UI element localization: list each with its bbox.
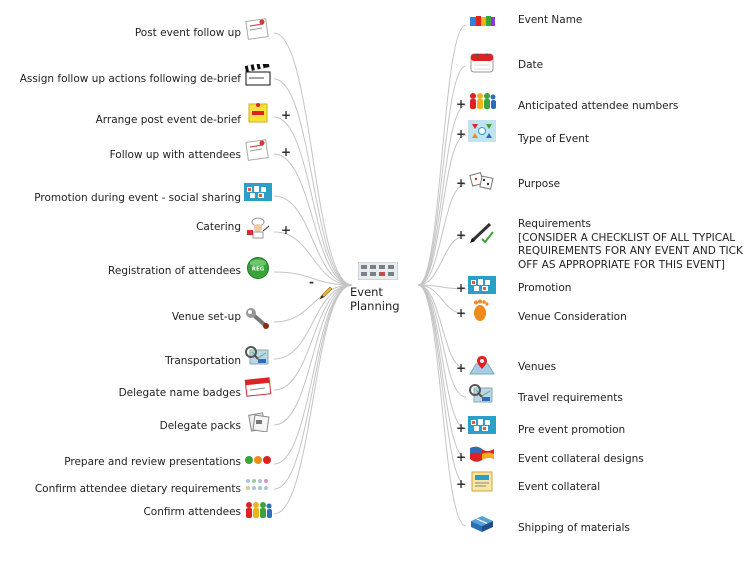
right-connector [417, 284, 467, 527]
right-connector [417, 104, 467, 286]
topic-label: Date [518, 59, 544, 71]
footprint-icon [468, 299, 496, 321]
left-connector [273, 284, 353, 426]
note-paper-icon [244, 139, 272, 161]
right-connector [417, 65, 467, 286]
topic-label: Prepare and review presentations [64, 456, 241, 468]
expand-toggle[interactable]: + [456, 176, 467, 190]
pencil-icon [319, 286, 333, 300]
right-connector [417, 284, 467, 486]
left-connector [273, 78, 353, 286]
diagram-shapes-icon [468, 120, 496, 142]
topic-label: Type of Event [518, 133, 589, 145]
topic-label: Venue set-up [171, 311, 241, 323]
social-icons-icon [468, 274, 496, 296]
topic-label: Post event follow up [134, 27, 241, 39]
left-connector [273, 231, 353, 286]
people-group-icon [468, 90, 496, 112]
left-connector [273, 116, 353, 286]
center-image-icon [358, 262, 398, 280]
map-pin-icon [468, 354, 496, 376]
central-topic-label: Event Planning [350, 285, 400, 313]
central-topic[interactable]: Event Planning [350, 262, 432, 313]
clapperboard-icon [244, 61, 272, 86]
traffic-dots-icon [244, 449, 272, 471]
topic-label: Confirm attendee dietary requirements [34, 483, 241, 495]
map-car-icon [468, 382, 496, 404]
topic-label: Event collateral [518, 481, 601, 493]
topic-label: Venues [518, 361, 557, 373]
map-car-icon [244, 344, 272, 366]
expand-toggle[interactable]: + [456, 281, 467, 295]
topic-label: Catering [196, 221, 241, 233]
right-connector [417, 24, 467, 286]
left-connector [273, 271, 353, 286]
brochure-icon [468, 470, 496, 492]
social-icons-icon [244, 181, 272, 203]
topic-label: Delegate name badges [118, 387, 241, 399]
left-connector [273, 284, 353, 360]
expand-toggle[interactable]: + [456, 306, 467, 320]
expand-toggle[interactable]: + [456, 421, 467, 435]
left-connector [273, 284, 353, 490]
topic-label: Shipping of materials [518, 522, 630, 534]
chef-icon [244, 217, 272, 239]
expand-toggle[interactable]: + [281, 108, 292, 122]
topic-label: Venue Consideration [518, 311, 627, 323]
topic-label: Promotion during event - social sharing [34, 192, 241, 204]
topic-label: Assign follow up actions following de-br… [19, 73, 241, 85]
expand-toggle[interactable]: + [281, 145, 292, 159]
folder-pack-icon [244, 410, 272, 433]
topic-label: Promotion [518, 282, 572, 294]
left-connector [273, 32, 353, 286]
left-connector [273, 284, 353, 465]
people-group-icon [244, 499, 272, 521]
left-connector [273, 153, 353, 286]
letter-blocks-icon [468, 10, 496, 32]
left-connector [273, 284, 353, 515]
expand-toggle[interactable]: + [456, 477, 467, 491]
collapse-toggle[interactable]: - [309, 275, 314, 289]
topic-label: Event collateral designs [518, 453, 644, 465]
topic-label: Arrange post event de-brief [95, 114, 241, 126]
calendar-icon [468, 51, 496, 73]
right-connector [417, 284, 467, 315]
pen-checklist-icon [468, 221, 496, 244]
topic-label: Registration of attendees [108, 265, 241, 277]
topic-label: Travel requirements [518, 392, 623, 404]
topic-label: Anticipated attendee numbers [518, 100, 679, 112]
left-connector [273, 284, 353, 391]
wrench-icon [244, 307, 272, 329]
topic-label: Delegate packs [159, 420, 241, 432]
expand-toggle[interactable]: + [281, 223, 292, 237]
expand-toggle[interactable]: + [456, 361, 467, 375]
topic-label: Confirm attendees [143, 506, 241, 518]
package-icon [468, 511, 496, 533]
sticky-note-icon [244, 102, 272, 124]
flag-swatch-icon [468, 443, 496, 465]
expand-toggle[interactable]: + [456, 127, 467, 141]
social-icons-icon [468, 414, 496, 436]
topic-label: Pre event promotion [518, 424, 626, 436]
topic-label: Event Name [518, 14, 583, 26]
note-paper-icon [244, 18, 272, 40]
right-connector [417, 134, 467, 286]
right-connector [417, 183, 467, 286]
svg-text:REG: REG [252, 267, 265, 273]
expand-toggle[interactable]: + [456, 450, 467, 464]
expand-toggle[interactable]: + [456, 228, 467, 242]
left-connector [273, 284, 353, 323]
name-badge-icon [244, 375, 272, 397]
dots-grid-icon [244, 474, 272, 496]
register-button-icon: REG [244, 257, 272, 279]
topic-label: Requirements [CONSIDER A CHECKLIST OF AL… [518, 218, 743, 271]
topic-label: Purpose [518, 178, 561, 190]
topic-label: Transportation [165, 355, 241, 367]
dice-icon [468, 169, 496, 191]
expand-toggle[interactable]: + [456, 97, 467, 111]
right-connector [417, 235, 467, 286]
left-connector [273, 195, 353, 286]
topic-label: Follow up with attendees [109, 149, 241, 161]
